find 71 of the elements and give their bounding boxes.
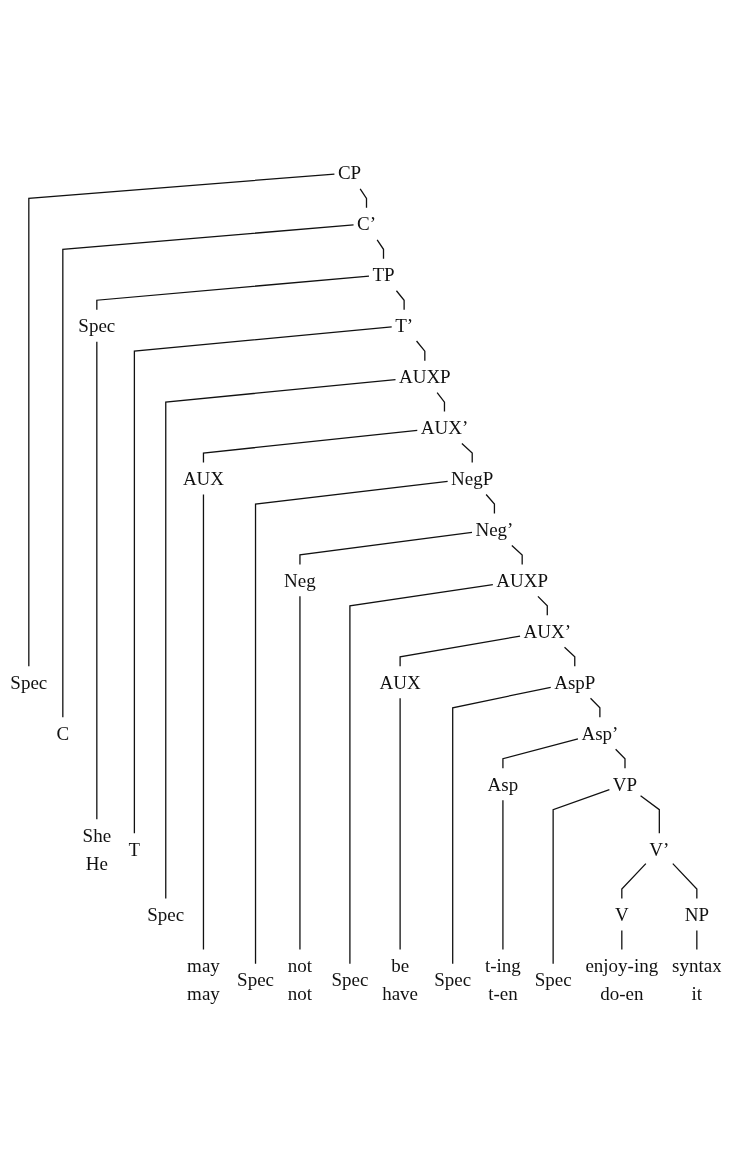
connector bbox=[376, 239, 385, 260]
connector bbox=[399, 635, 521, 668]
node-text: NegP bbox=[451, 467, 494, 490]
node-text: AspP bbox=[554, 671, 596, 694]
connector bbox=[552, 789, 611, 965]
node-text: t-ing t-en bbox=[484, 954, 521, 1005]
connector bbox=[485, 493, 496, 515]
node-text: Spec bbox=[434, 969, 472, 991]
connector bbox=[589, 697, 601, 718]
node-text: Spec bbox=[237, 969, 274, 991]
node-text: Asp’ bbox=[581, 722, 619, 745]
node-text: may may bbox=[187, 954, 220, 1005]
connector bbox=[621, 929, 623, 951]
connector bbox=[96, 275, 370, 311]
connector bbox=[415, 340, 426, 362]
connector bbox=[563, 646, 576, 668]
connector bbox=[696, 929, 698, 951]
connector bbox=[202, 429, 418, 464]
connector bbox=[639, 795, 660, 835]
connector bbox=[621, 863, 647, 900]
node-text: AUXP bbox=[496, 569, 549, 592]
connector bbox=[502, 738, 579, 769]
connector bbox=[299, 595, 301, 951]
node-text: Spec bbox=[147, 903, 185, 926]
connector bbox=[165, 378, 397, 900]
connector bbox=[399, 697, 401, 951]
connector bbox=[359, 188, 368, 209]
node-text: VP bbox=[612, 773, 638, 796]
node-text: Spec bbox=[534, 969, 572, 991]
connector bbox=[96, 341, 98, 820]
node-text: Neg’ bbox=[475, 518, 514, 541]
connector bbox=[395, 290, 405, 311]
connector bbox=[436, 392, 446, 413]
node-text: T bbox=[128, 838, 141, 861]
node-text: CP bbox=[337, 162, 362, 184]
connector bbox=[511, 544, 523, 566]
node-text: Spec bbox=[331, 969, 369, 991]
node-text: be have bbox=[382, 954, 419, 1005]
connector bbox=[614, 748, 626, 769]
connector bbox=[537, 595, 548, 617]
connector bbox=[133, 326, 393, 835]
connector bbox=[299, 531, 473, 566]
node-text: AUX’ bbox=[420, 416, 469, 439]
node-text: NP bbox=[684, 903, 709, 926]
connector bbox=[202, 493, 205, 951]
connector bbox=[28, 173, 336, 668]
node-text: C’ bbox=[357, 213, 376, 235]
connector bbox=[62, 224, 355, 718]
node-text: AUXP bbox=[398, 365, 451, 388]
node-text: V’ bbox=[649, 838, 670, 861]
node-text: T’ bbox=[395, 314, 414, 337]
node-text: AUX’ bbox=[523, 620, 572, 643]
connector bbox=[254, 480, 449, 965]
node-text: Spec bbox=[78, 314, 116, 337]
connector bbox=[672, 863, 698, 900]
node-text: Asp bbox=[487, 773, 519, 796]
node-text: AUX bbox=[182, 467, 225, 490]
node-text: not not bbox=[287, 954, 313, 1005]
connector bbox=[461, 443, 473, 464]
node-text: Neg bbox=[284, 569, 316, 592]
node-text: AUX bbox=[379, 671, 421, 694]
connector bbox=[452, 686, 552, 965]
node-text: syntax it bbox=[672, 954, 722, 1005]
node-text: C bbox=[56, 722, 70, 745]
connector bbox=[349, 584, 494, 965]
connector bbox=[502, 799, 504, 951]
node-text: enjoy-ing do-en bbox=[585, 954, 659, 1005]
node-text: She He bbox=[82, 824, 112, 875]
node-text: Spec bbox=[10, 671, 48, 694]
node-text: V bbox=[614, 903, 629, 926]
node-text: TP bbox=[372, 264, 395, 286]
